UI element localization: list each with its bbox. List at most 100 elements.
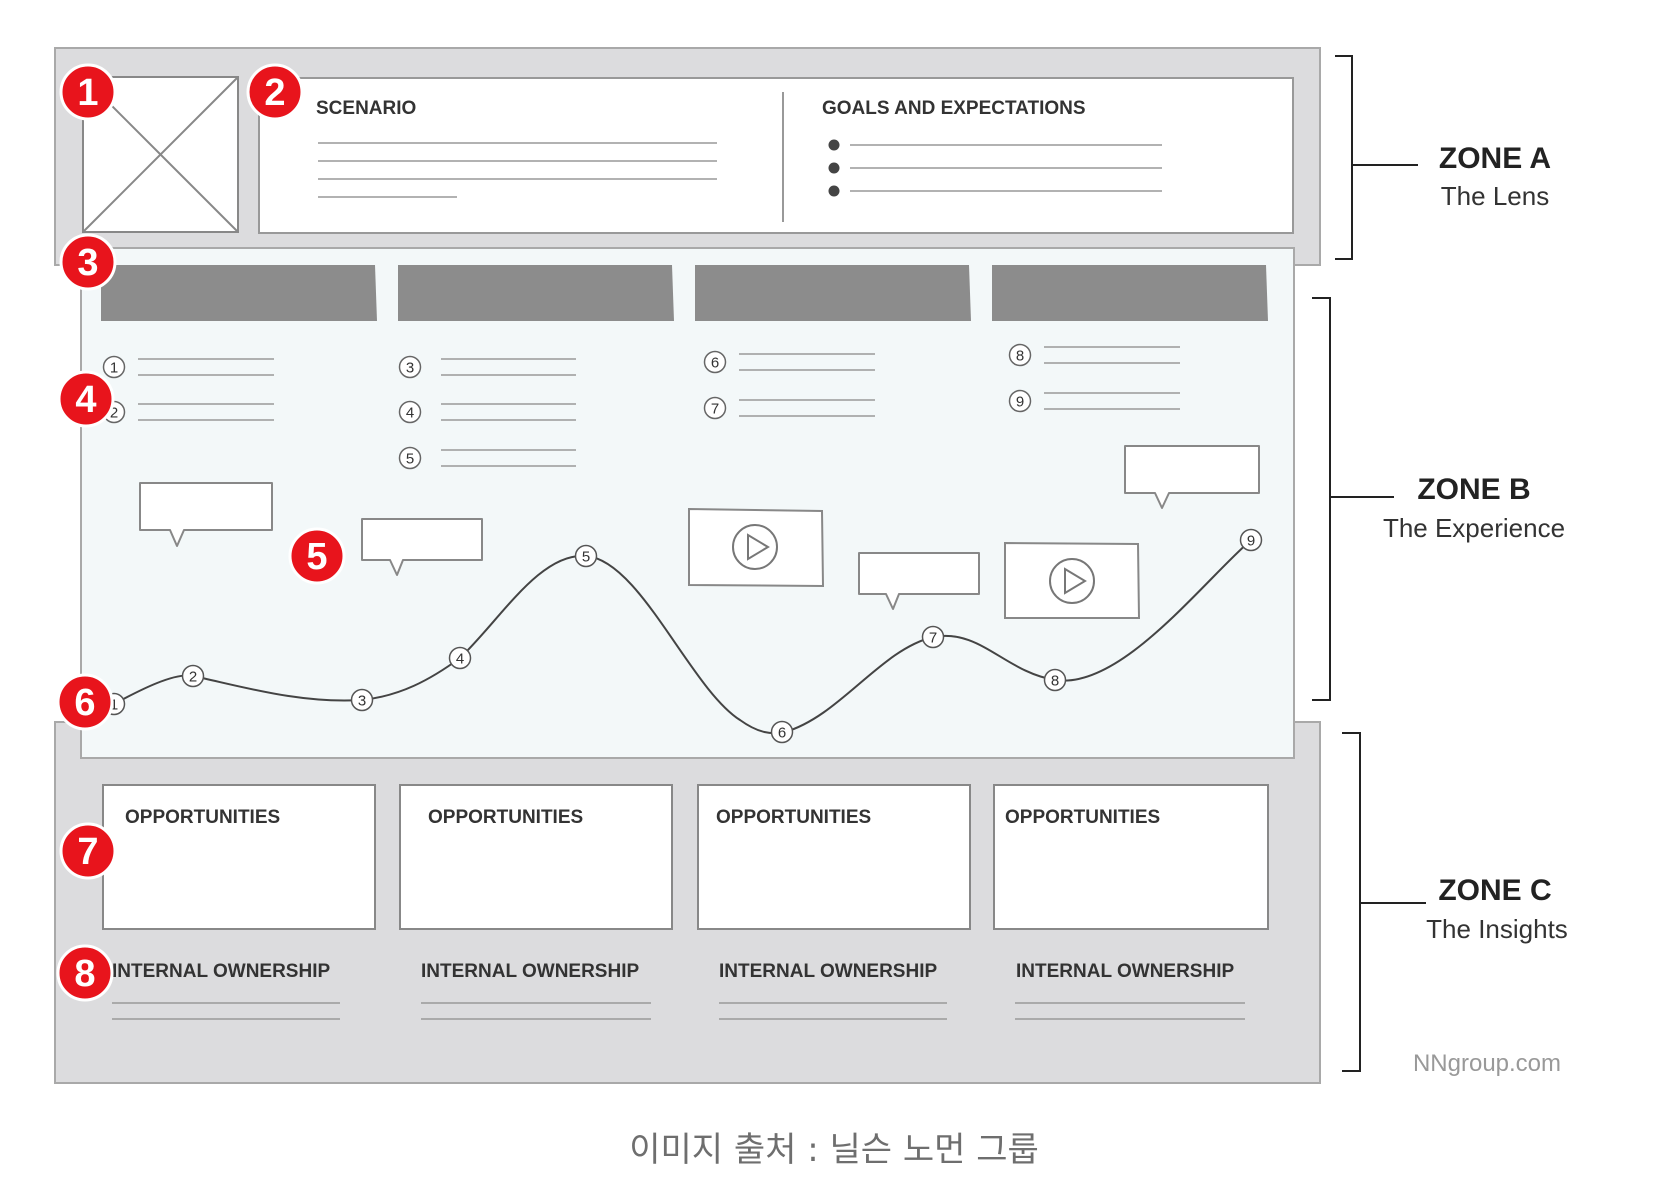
step-marker: 7 — [711, 401, 719, 418]
zone-a-bracket: ZONE A The Lens — [1335, 55, 1551, 260]
callout-badge-number: 2 — [264, 72, 285, 114]
curve-point: 5 — [574, 544, 598, 568]
step-marker: 9 — [1016, 394, 1024, 411]
ownership-heading: INTERNAL OWNERSHIP — [1016, 961, 1234, 982]
phase-bar — [101, 265, 377, 321]
step-marker: 3 — [406, 360, 414, 377]
step-item: 1 — [102, 355, 274, 379]
opportunities-box — [697, 784, 971, 930]
callout-badge: 6 — [56, 673, 114, 731]
callout-badge-number: 3 — [77, 242, 98, 284]
ownership-heading: INTERNAL OWNERSHIP — [421, 961, 639, 982]
zone-c-label: ZONE C — [1438, 874, 1551, 907]
insight-column: OPPORTUNITIES INTERNAL OWNERSHIP — [993, 784, 1269, 1020]
curve-point-label: 5 — [582, 549, 590, 566]
callout-badge: 8 — [56, 944, 114, 1002]
callout-badge: 4 — [57, 370, 115, 428]
zone-b-label: ZONE B — [1417, 473, 1530, 506]
step-item: 9 — [1008, 389, 1180, 413]
step-list-column-2: 3 4 5 — [398, 355, 576, 470]
goal-bullet — [828, 139, 840, 151]
opportunities-heading: OPPORTUNITIES — [1005, 807, 1160, 828]
step-marker: 2 — [110, 405, 118, 422]
goal-bullet — [828, 185, 840, 197]
curve-point-label: 6 — [778, 725, 786, 742]
callout-badge-number: 5 — [306, 536, 327, 578]
insight-column: OPPORTUNITIES INTERNAL OWNERSHIP — [399, 784, 673, 1020]
zone-a-label: ZONE A — [1439, 142, 1551, 175]
opportunities-heading: OPPORTUNITIES — [428, 807, 583, 828]
opportunities-heading: OPPORTUNITIES — [125, 807, 280, 828]
callout-badge: 1 — [59, 63, 117, 121]
step-item: 7 — [703, 396, 875, 420]
zone-a: SCENARIO GOALS AND EXPECTATIONS — [54, 47, 1321, 266]
phase-bar — [398, 265, 674, 321]
step-item: 8 — [1008, 343, 1180, 367]
curve-point-label: 7 — [929, 630, 937, 647]
emotion-curve — [113, 539, 1252, 735]
step-marker: 6 — [711, 355, 719, 372]
curve-point: 9 — [1239, 528, 1263, 552]
opportunities-box — [993, 784, 1269, 930]
callout-badge-number: 4 — [75, 379, 96, 421]
callout-badge: 2 — [246, 63, 304, 121]
opportunities-box — [102, 784, 376, 930]
goals-heading: GOALS AND EXPECTATIONS — [822, 98, 1086, 119]
curve-point: 7 — [921, 625, 945, 649]
speech-bubble-icon — [139, 482, 273, 547]
curve-point: 4 — [448, 646, 472, 670]
opportunities-heading: OPPORTUNITIES — [716, 807, 871, 828]
goal-bullet — [828, 162, 840, 174]
scenario-heading: SCENARIO — [316, 98, 416, 119]
callout-badge-number: 8 — [74, 953, 95, 995]
zone-c-bracket: ZONE C The Insights — [1342, 732, 1568, 1072]
step-marker: 5 — [406, 451, 414, 468]
zone-c-sublabel: The Insights — [1426, 914, 1568, 944]
curve-point-label: 9 — [1247, 533, 1255, 550]
step-marker: 1 — [110, 360, 118, 377]
callout-badge: 7 — [59, 822, 117, 880]
step-list-column-4: 8 9 — [1008, 343, 1180, 413]
curve-point-label: 2 — [189, 669, 197, 686]
zone-b-bracket: ZONE B The Experience — [1312, 297, 1565, 701]
step-item: 5 — [398, 446, 576, 470]
source-credit: NNgroup.com — [1413, 1050, 1561, 1077]
curve-point: 2 — [181, 664, 205, 688]
ownership-heading: INTERNAL OWNERSHIP — [719, 961, 937, 982]
curve-point-label: 4 — [456, 651, 464, 668]
callout-badge-number: 1 — [77, 72, 98, 114]
callout-badge-number: 6 — [74, 682, 95, 724]
callout-badges: 1 2 3 4 5 6 7 8 — [56, 63, 346, 1002]
curve-point-label: 1 — [110, 697, 118, 714]
speech-bubble-icon — [858, 552, 980, 610]
step-item: 6 — [703, 350, 875, 374]
step-marker: 8 — [1016, 348, 1024, 365]
speech-bubble-icon — [361, 518, 483, 576]
phase-bar — [992, 265, 1268, 321]
opportunities-box — [399, 784, 673, 930]
callout-badge-number: 7 — [77, 831, 98, 873]
zone-b: 1 2 3 4 — [80, 247, 1295, 759]
image-caption: 이미지 출처 : 닐슨 노먼 그룹 — [629, 1130, 1039, 1170]
zone-b-panel — [80, 247, 1295, 759]
ownership-heading: INTERNAL OWNERSHIP — [112, 961, 330, 982]
zone-a-sublabel: The Lens — [1441, 181, 1549, 211]
zone-c-content: OPPORTUNITIES INTERNAL OWNERSHIP OPPORTU… — [102, 784, 1269, 1020]
insight-column: OPPORTUNITIES INTERNAL OWNERSHIP — [102, 784, 376, 1020]
step-item: 3 — [398, 355, 576, 379]
step-list-column-3: 6 7 — [703, 350, 875, 420]
scenario-goals-card: SCENARIO GOALS AND EXPECTATIONS — [258, 77, 1294, 234]
phase-bar — [695, 265, 971, 321]
callout-badge: 5 — [288, 527, 346, 585]
video-thumbnail — [1004, 541, 1141, 619]
curve-point-label: 3 — [358, 693, 366, 710]
step-item: 4 — [398, 400, 576, 424]
curve-point: 8 — [1043, 668, 1067, 692]
insight-column: OPPORTUNITIES INTERNAL OWNERSHIP — [697, 784, 971, 1020]
curve-point-label: 8 — [1051, 673, 1059, 690]
speech-bubble-icon — [1124, 445, 1260, 509]
zone-b-sublabel: The Experience — [1383, 513, 1565, 543]
curve-point: 6 — [770, 720, 794, 744]
callout-badge: 3 — [59, 233, 117, 291]
